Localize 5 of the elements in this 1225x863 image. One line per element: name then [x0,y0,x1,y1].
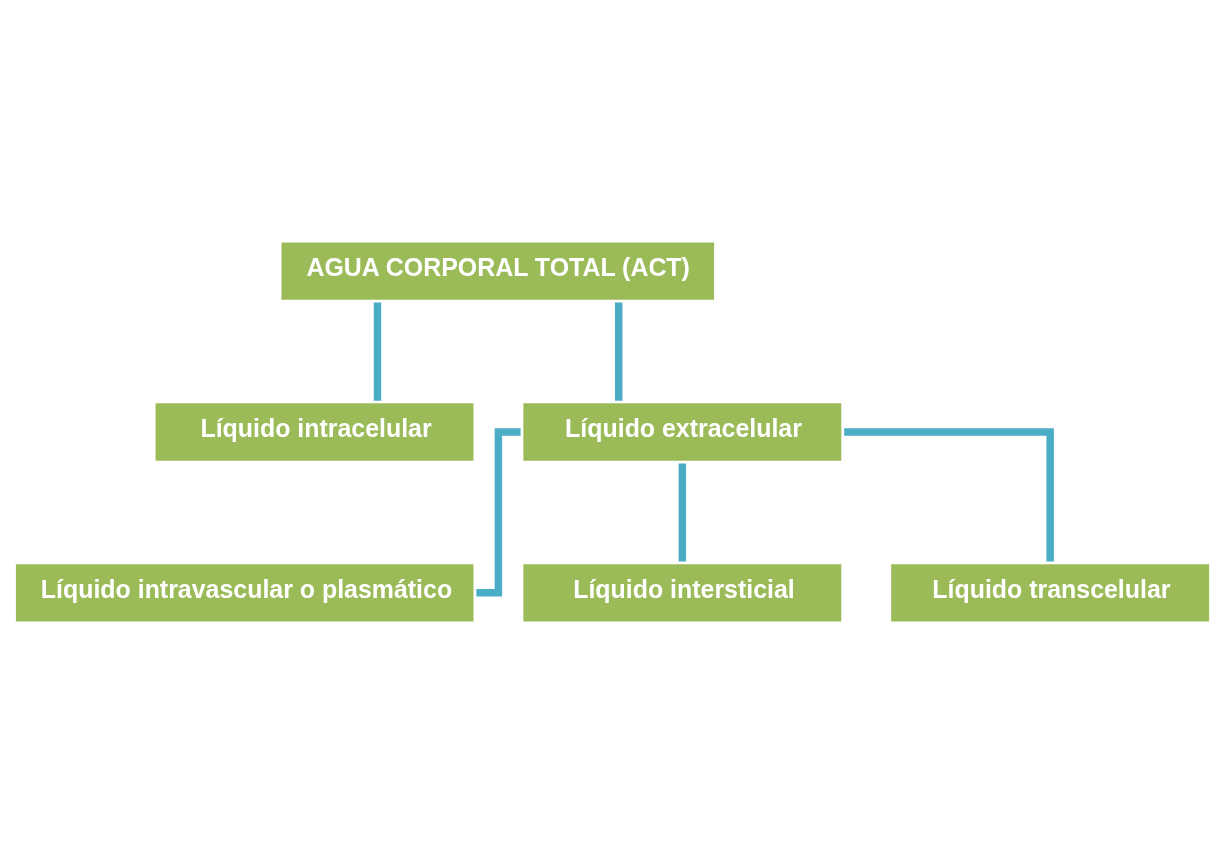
connector [615,302,623,401]
connector [678,462,687,561]
connector [844,427,1054,561]
connector [476,427,521,597]
connector [373,302,382,401]
